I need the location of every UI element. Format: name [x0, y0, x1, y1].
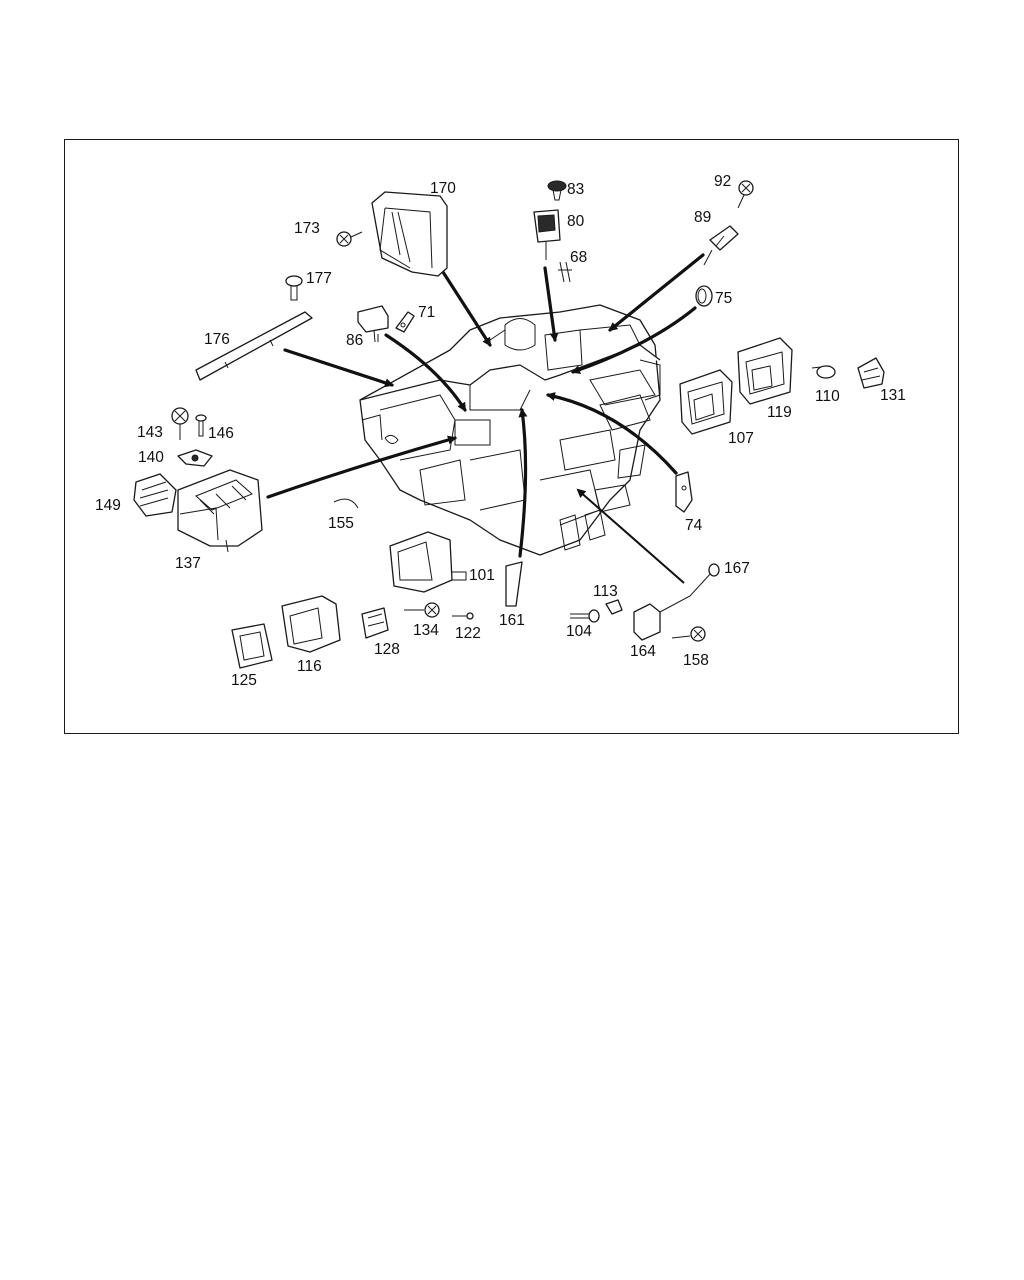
- part-140-clamp: [177, 449, 213, 467]
- part-83-clip: [547, 180, 567, 201]
- label-89: 89: [694, 209, 711, 226]
- part-101-duct: [389, 531, 467, 593]
- label-170: 170: [430, 180, 456, 197]
- label-104: 104: [566, 623, 592, 640]
- part-131-bracket: [857, 357, 885, 389]
- part-158-screw: [671, 626, 706, 642]
- label-177: 177: [306, 270, 332, 287]
- label-83: 83: [567, 181, 584, 198]
- part-128-connector: [361, 607, 389, 639]
- label-125: 125: [231, 672, 257, 689]
- label-113: 113: [593, 583, 618, 600]
- part-104-bolt: [570, 609, 600, 623]
- part-161-strip: [505, 561, 523, 607]
- part-170-duct: [371, 191, 448, 277]
- part-75-grommet: [695, 285, 713, 307]
- central-housing: [359, 304, 661, 556]
- label-146: 146: [208, 425, 234, 442]
- part-labels: 170 173 177 176 86 71 83 80 68 92 89 75 …: [95, 173, 906, 689]
- part-134-screw: [404, 602, 440, 618]
- part-113-nut: [605, 599, 623, 615]
- part-125-gasket: [231, 623, 273, 669]
- part-137-housing: [177, 469, 263, 553]
- label-116: 116: [297, 658, 322, 675]
- label-176: 176: [204, 331, 230, 348]
- label-164: 164: [630, 643, 656, 660]
- part-122-pin: [452, 612, 474, 620]
- part-119-housing: [737, 337, 793, 405]
- part-86-connector: [357, 305, 389, 343]
- label-71: 71: [418, 304, 435, 321]
- label-128: 128: [374, 641, 400, 658]
- part-74-bracket: [675, 471, 693, 513]
- label-167: 167: [724, 560, 750, 577]
- label-134: 134: [413, 622, 439, 639]
- part-176-strip: [195, 311, 313, 381]
- part-71-bracket: [395, 311, 415, 333]
- part-177-bolt: [285, 275, 303, 301]
- part-167-cable: [659, 563, 720, 613]
- part-173-screw: [336, 231, 363, 247]
- label-92: 92: [714, 173, 731, 190]
- part-143-screw: [171, 407, 189, 440]
- label-122: 122: [455, 625, 481, 642]
- label-143: 143: [137, 424, 163, 441]
- diagram-frame: [64, 139, 959, 734]
- label-173: 173: [294, 220, 320, 237]
- part-155-clip: [333, 498, 359, 509]
- part-116-duct: [281, 595, 341, 653]
- part-149-vent: [133, 473, 177, 517]
- label-86: 86: [346, 332, 363, 349]
- label-149: 149: [95, 497, 121, 514]
- label-131: 131: [880, 387, 906, 404]
- label-158: 158: [683, 652, 709, 669]
- part-80-module: [533, 209, 561, 260]
- label-119: 119: [767, 404, 792, 421]
- part-146-pin: [195, 414, 207, 437]
- leader-lines: [266, 253, 705, 584]
- part-89-actuator: [703, 225, 739, 266]
- label-68: 68: [570, 249, 587, 266]
- label-75: 75: [715, 290, 732, 307]
- label-155: 155: [328, 515, 354, 532]
- part-107-actuator: [679, 369, 733, 435]
- label-74: 74: [685, 517, 703, 534]
- part-92-screw: [737, 180, 754, 209]
- label-137: 137: [175, 555, 201, 572]
- label-140: 140: [138, 449, 164, 466]
- label-161: 161: [499, 612, 525, 629]
- label-101: 101: [469, 567, 495, 584]
- part-164-bracket: [633, 603, 661, 641]
- part-68-clip: [558, 261, 572, 283]
- part-110-pin: [811, 365, 836, 379]
- label-80: 80: [567, 213, 585, 230]
- label-107: 107: [728, 430, 754, 447]
- label-110: 110: [815, 388, 840, 405]
